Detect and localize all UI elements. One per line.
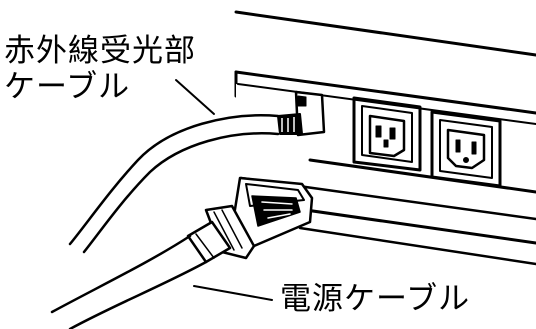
leader-lines (175, 79, 273, 301)
power-cable (50, 234, 208, 329)
ir-receiver-connector (277, 90, 326, 137)
power-inlet (352, 96, 422, 172)
ac-outlet (430, 110, 502, 188)
power-cable-leader-line (193, 285, 273, 301)
power-plug (186, 176, 314, 264)
ir-receiver-cable-label-line2: ケーブル (4, 69, 131, 105)
ir-cable-leader-line (175, 79, 215, 115)
ir-receiver-cable (68, 114, 280, 254)
ir-receiver-cable-label-line1: 赤外線受光部 (4, 33, 196, 69)
power-cable-label: 電源ケーブル (280, 281, 471, 317)
